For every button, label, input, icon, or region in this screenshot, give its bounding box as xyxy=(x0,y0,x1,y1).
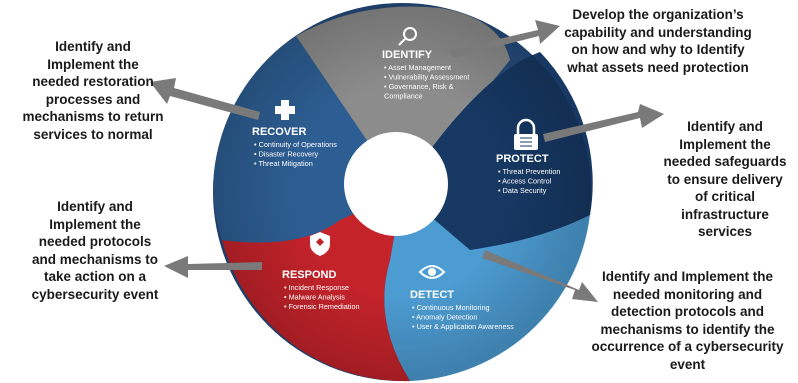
note-detect: Identify and Implement the needed monito… xyxy=(591,269,784,372)
protect-title: PROTECT xyxy=(496,153,549,165)
recover-item: • Disaster Recovery xyxy=(254,150,319,159)
eye-icon xyxy=(418,265,446,279)
phase-labels: IDENTIFY • Asset Management• Vulnerabilit… xyxy=(252,49,560,331)
protect-item: • Threat Prevention xyxy=(498,167,560,176)
cross-icon xyxy=(275,100,295,120)
shield-icon xyxy=(310,232,330,256)
arrow-respond xyxy=(164,256,262,278)
arrow-protect xyxy=(543,104,664,142)
respond-item: • Malware Analysis xyxy=(284,293,345,302)
identify-item: • Asset Management xyxy=(384,63,451,72)
recover-item: • Continuity of Operations xyxy=(254,140,337,149)
arrow-detect xyxy=(482,250,598,302)
recover-item: • Threat Mitigation xyxy=(254,159,313,168)
identify-item: • Governance, Risk & xyxy=(384,82,454,91)
identify-item: • Vulnerability Assessment xyxy=(384,73,469,82)
arrow-identify xyxy=(450,20,560,58)
padlock-icon xyxy=(514,118,538,150)
protect-item: • Data Security xyxy=(498,186,547,195)
note-protect: Identify and Implement the needed safegu… xyxy=(663,119,787,239)
detect-item: • User & Application Awareness xyxy=(412,322,514,331)
arrow-recover xyxy=(150,78,260,120)
detect-item: • Anomaly Detection xyxy=(412,313,477,322)
respond-title: RESPOND xyxy=(282,269,336,281)
identify-title: IDENTIFY xyxy=(382,49,433,61)
identify-item: Compliance xyxy=(384,92,423,101)
note-recover: Identify and Implement the needed restor… xyxy=(22,39,164,142)
magnifier-icon xyxy=(398,27,417,46)
center-hole xyxy=(344,132,448,236)
respond-item: • Incident Response xyxy=(284,283,349,292)
note-identify: Develop the organization’s capability an… xyxy=(564,7,752,75)
respond-item: • Forensic Remediation xyxy=(284,302,360,311)
detect-title: DETECT xyxy=(410,289,454,301)
detect-item: • Continuous Monitoring xyxy=(412,303,490,312)
recover-title: RECOVER xyxy=(252,126,306,138)
protect-item: • Access Control xyxy=(498,177,552,186)
arrows xyxy=(150,20,664,302)
note-respond: Identify and Implement the needed protoc… xyxy=(31,199,159,302)
